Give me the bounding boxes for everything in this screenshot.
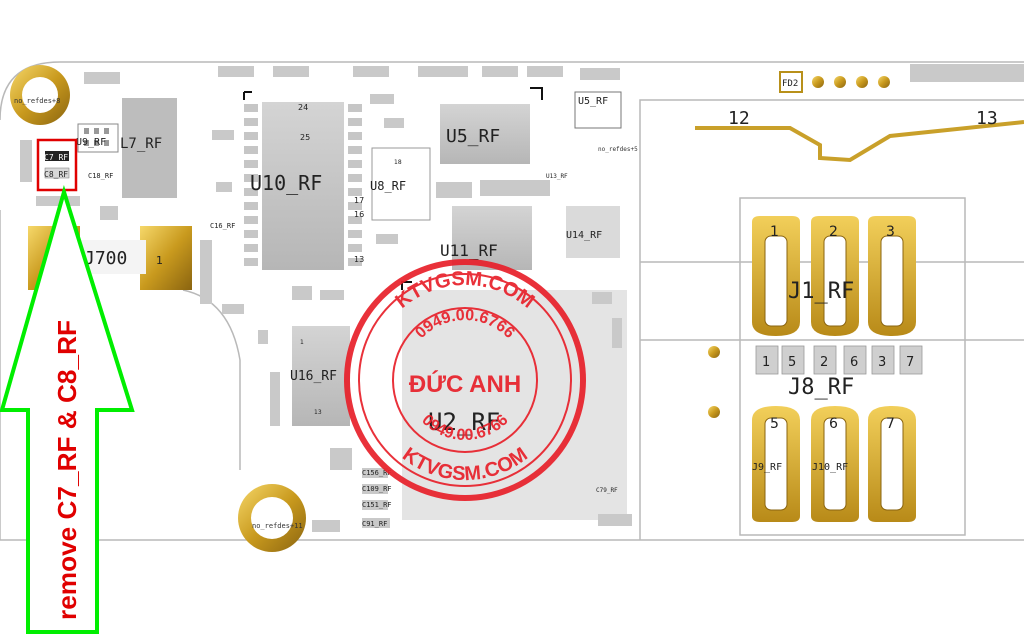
l7-inductor: [122, 98, 177, 198]
c8-label: C8_RF: [44, 170, 68, 179]
j1-pin2: 2: [829, 224, 838, 240]
u16-chip: [292, 326, 350, 426]
passive-components: [36, 94, 632, 532]
c7-label: C7_RF: [44, 153, 68, 162]
j700-label: J700: [84, 248, 127, 269]
u16-pin1: 1: [300, 339, 304, 346]
contact-5: 5: [788, 355, 796, 370]
misc-passive: [20, 140, 32, 182]
refdes-top-label: no_refdes+8: [14, 97, 60, 105]
contact-2: 2: [820, 355, 828, 370]
u10-chip: [243, 91, 362, 270]
u10-pin25: 25: [300, 133, 310, 142]
u10-pin17: 17: [354, 196, 364, 205]
u8-label: U8_RF: [370, 179, 406, 193]
u10-label: U10_RF: [250, 171, 322, 195]
j700-pin1: 1: [156, 254, 163, 267]
j1-sim-pins: [752, 216, 916, 336]
j9-label: J9_RF: [752, 462, 782, 473]
u16-pin13: 13: [314, 409, 322, 416]
refdes-bottom-label: no_refdes+11: [252, 522, 303, 530]
j8-label: J8_RF: [788, 375, 854, 400]
c156-label: C156_RF: [362, 469, 392, 477]
contact-1: 1: [762, 355, 770, 370]
sim-test-points: [708, 346, 720, 418]
refdes-mid-label: no_refdes+5: [598, 146, 638, 153]
u10-pin24: 24: [298, 103, 308, 112]
j1-pin3: 3: [886, 224, 895, 240]
contact-7: 7: [906, 355, 914, 370]
u10-pin16: 16: [354, 210, 364, 219]
u14-label: U14_RF: [566, 230, 602, 241]
annotation-text: remove C7_RF & C8_RF: [52, 320, 82, 620]
contact-row: [755, 345, 923, 375]
c16-label: C16_RF: [210, 222, 235, 230]
board-outline: [0, 61, 1024, 541]
u8-pin18: 18: [394, 159, 402, 166]
c109-label: C109_RF: [362, 485, 392, 493]
fd2-label: FD2: [782, 79, 798, 89]
pad-12-label: 12: [728, 108, 750, 129]
j1-pin1: 1: [770, 224, 779, 240]
u14-chip: [566, 206, 620, 258]
j1-label: J1_RF: [788, 279, 854, 304]
annotation-arrow: [0, 184, 135, 634]
u9-label: U9_RF: [76, 137, 106, 148]
c18-label: C18_RF: [88, 172, 113, 180]
j8-pin7: 7: [886, 416, 895, 432]
u5-small-chip: [574, 91, 622, 129]
u5-label: U5_RF: [446, 126, 500, 147]
j8-pin6: 6: [829, 416, 838, 432]
l7-label: L7_RF: [120, 136, 162, 152]
top-row-passives: [84, 64, 1024, 84]
j8-sim-pins: [752, 406, 916, 522]
mount-hole-bottom: [238, 484, 306, 552]
u16-label: U16_RF: [290, 369, 337, 384]
u2-label: U2_RF: [428, 408, 500, 436]
c91-label: C91_RF: [362, 520, 387, 528]
c7-c8-highlight: [36, 138, 78, 192]
watermark-name: ĐỨC ANH: [409, 370, 521, 398]
u11-label: U11_RF: [440, 241, 498, 260]
test-points-top: [779, 71, 890, 93]
j10-label: J10_RF: [812, 462, 848, 473]
u8-chip: [371, 147, 431, 221]
contact-6: 6: [850, 355, 858, 370]
u5-chip: [440, 87, 543, 164]
c79-label: C79_RF: [596, 487, 618, 494]
contact-3: 3: [878, 355, 886, 370]
pad-13-label: 13: [976, 108, 998, 129]
u9-chip: [77, 123, 119, 153]
j8-pin5: 5: [770, 416, 779, 432]
c151-label: C151_RF: [362, 501, 392, 509]
u5-small-label: U5_RF: [578, 96, 608, 107]
u13-label: U13_RF: [546, 173, 568, 180]
antenna-trace: [695, 120, 1024, 163]
u10-pin13: 13: [354, 255, 364, 264]
mount-hole-top-left: [10, 65, 70, 125]
